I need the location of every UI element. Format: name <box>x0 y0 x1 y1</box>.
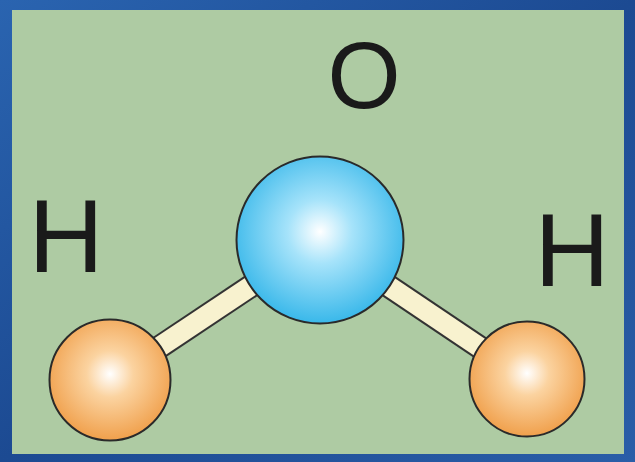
atom-sphere <box>235 155 405 325</box>
atom-circle <box>50 320 171 441</box>
hydrogen-atom: H <box>48 318 172 442</box>
atom-sphere <box>48 318 172 442</box>
hydrogen-atom: H <box>468 320 586 438</box>
bond-fill <box>386 284 483 349</box>
bond-fill <box>157 284 255 349</box>
bond-outline <box>386 284 483 349</box>
oxygen-atom: O <box>235 155 405 325</box>
chemical-bond <box>386 284 483 349</box>
atom-symbol: O <box>327 29 400 123</box>
atom-symbol: H <box>28 184 103 288</box>
chemical-bond <box>157 284 255 349</box>
green-panel <box>12 10 624 454</box>
atom-sphere <box>468 320 586 438</box>
atom-circle <box>470 322 585 437</box>
bond-outline <box>157 284 255 349</box>
atom-circle <box>237 157 404 324</box>
atom-symbol: H <box>534 198 609 302</box>
